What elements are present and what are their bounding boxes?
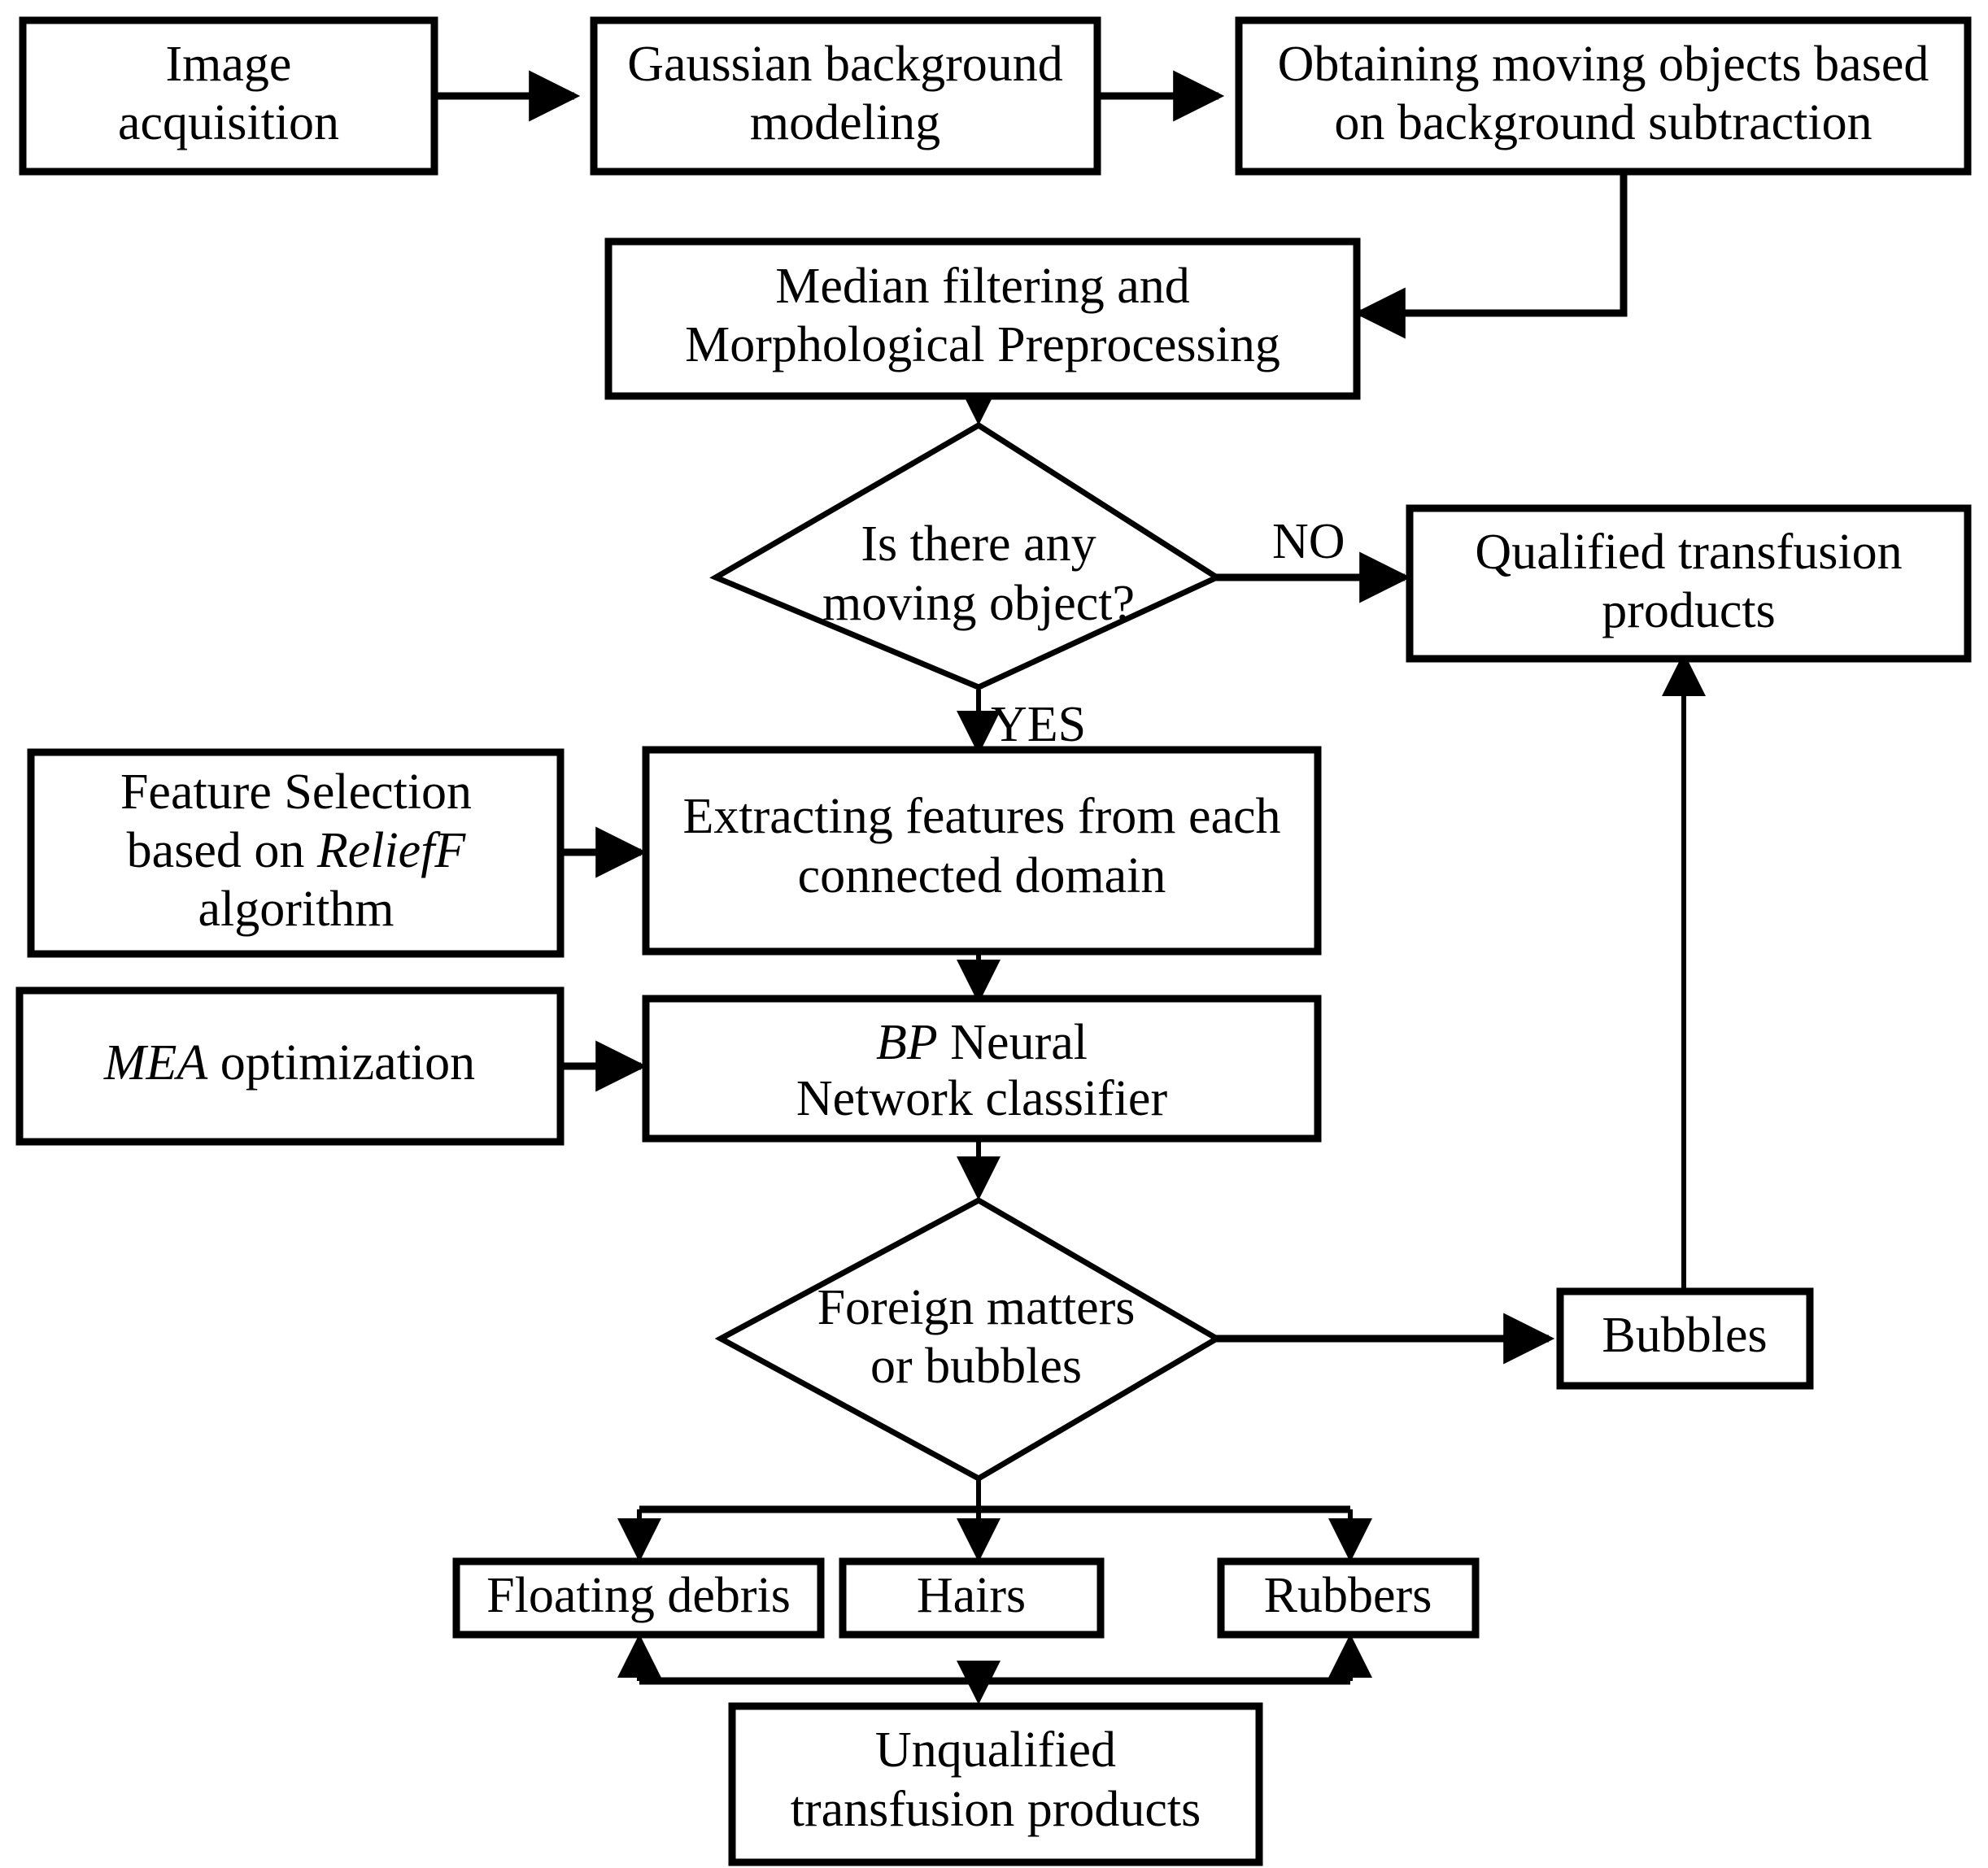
node-gaussian-background-modeling[interactable] <box>590 16 1101 176</box>
node-unqualified-transfusion-products[interactable] <box>728 1702 1263 1866</box>
node-extracting-features-line2: connected domain <box>798 848 1166 904</box>
node-bp-neural-network-classifier-line2: Network classifier <box>796 1071 1168 1126</box>
node-qualified-transfusion-products-line2: products <box>1602 583 1776 638</box>
node-mea-optimization-emphasis: MEA <box>103 1035 209 1091</box>
node-hairs-label: Hairs <box>917 1568 1026 1623</box>
node-feature-selection-line2-emphasis: ReliefF <box>316 823 467 878</box>
edge-label-no: NO <box>1272 514 1345 569</box>
node-feature-selection-line1: Feature Selection <box>120 764 472 820</box>
node-unqualified-transfusion-products-line2: transfusion products <box>791 1782 1201 1837</box>
node-mea-optimization-line1: MEA optimization <box>103 1035 475 1091</box>
node-extracting-features[interactable] <box>642 746 1322 956</box>
node-floating-debris-label: Floating debris <box>486 1568 791 1623</box>
node-feature-selection-line2-pre: based on <box>127 823 317 878</box>
node-bp-neural-network-classifier[interactable] <box>642 995 1322 1143</box>
node-bubbles[interactable] <box>1556 1287 1814 1390</box>
node-foreign-matters-or-bubbles-line1: Foreign matters <box>817 1280 1136 1335</box>
node-extracting-features-line1: Extracting features from each <box>682 789 1280 844</box>
node-gaussian-background-modeling-line2: modeling <box>750 95 940 150</box>
node-bp-post: Neural <box>938 1015 1088 1070</box>
node-rubbers-label: Rubbers <box>1264 1568 1432 1623</box>
node-image-acquisition-line1: Image <box>166 37 292 92</box>
node-feature-selection[interactable] <box>27 748 565 958</box>
node-foreign-matters-or-bubbles[interactable] <box>714 1196 1223 1483</box>
node-mea-optimization[interactable] <box>15 986 565 1146</box>
edge-label-yes: YES <box>991 697 1086 752</box>
node-image-acquisition[interactable] <box>19 16 438 176</box>
node-is-there-any-moving-object-line2: moving object? <box>822 576 1135 631</box>
node-mea-optimization-post: optimization <box>207 1035 475 1091</box>
node-feature-selection-line3: algorithm <box>198 882 394 937</box>
node-bubbles-label: Bubbles <box>1602 1308 1767 1363</box>
node-median-filtering-line2: Morphological Preprocessing <box>685 317 1280 372</box>
node-bp-emphasis: BP <box>876 1015 938 1070</box>
edge-obtaining-to-median <box>1354 174 1628 339</box>
node-is-there-any-moving-object-line1: Is there any <box>861 516 1096 572</box>
node-obtaining-moving-objects-line1: Obtaining moving objects based <box>1278 37 1929 92</box>
node-rubbers[interactable] <box>1217 1557 1480 1639</box>
node-gaussian-background-modeling-line1: Gaussian background <box>627 37 1062 92</box>
node-is-there-any-moving-object[interactable] <box>709 421 1223 690</box>
node-median-filtering[interactable] <box>604 237 1361 400</box>
node-foreign-matters-or-bubbles-line2: or bubbles <box>870 1339 1082 1394</box>
node-obtaining-moving-objects[interactable] <box>1235 16 1972 176</box>
node-hairs[interactable] <box>839 1557 1105 1639</box>
node-median-filtering-line1: Median filtering and <box>775 259 1190 314</box>
node-floating-debris[interactable] <box>452 1557 825 1639</box>
node-qualified-transfusion-products[interactable] <box>1406 504 1972 663</box>
node-obtaining-moving-objects-line2: on background subtraction <box>1334 95 1872 150</box>
node-qualified-transfusion-products-line1: Qualified transfusion <box>1475 525 1902 580</box>
node-bp-neural-network-classifier-line1: BP Neural <box>876 1015 1088 1070</box>
node-unqualified-transfusion-products-line1: Unqualified <box>875 1722 1116 1778</box>
node-image-acquisition-line2: acquisition <box>118 95 339 150</box>
node-feature-selection-line2: based on ReliefF <box>127 823 467 878</box>
